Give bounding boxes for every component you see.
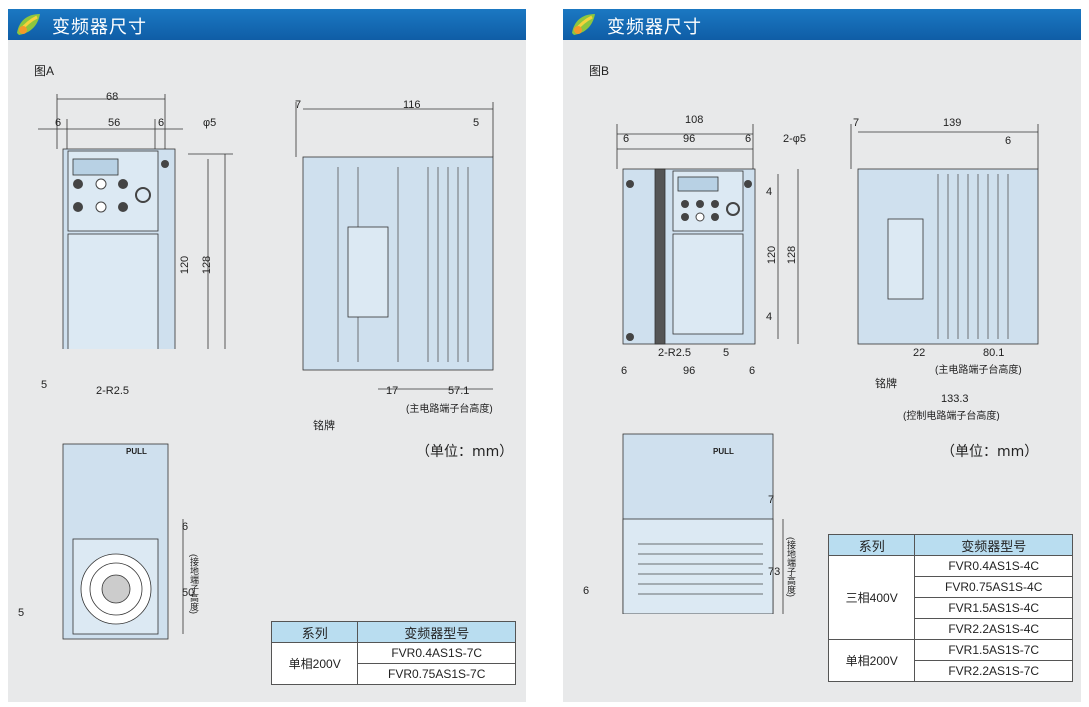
b-front-margin-l: 6 bbox=[623, 133, 630, 145]
b-front-top-off: 4 bbox=[766, 186, 773, 198]
right-unit: （单位：mm） bbox=[941, 444, 1039, 460]
leaf-icon bbox=[572, 14, 595, 35]
b-bottom-gnd-h: 73 bbox=[768, 566, 781, 578]
b-front-w-total: 108 bbox=[685, 114, 704, 126]
a-front-h-inner: 120 bbox=[179, 255, 192, 275]
a-bottom-gnd-note: (接地端子高度) bbox=[189, 554, 199, 614]
a-bottom-bot-off: 5 bbox=[18, 607, 25, 619]
left-title: 变频器尺寸 bbox=[52, 17, 147, 38]
a-side-left-off: 7 bbox=[295, 99, 302, 111]
b-bottom-top-off: 7 bbox=[768, 494, 775, 506]
a-side-terminal-note: (主电路端子台高度) bbox=[406, 404, 493, 415]
right-table-series: 三相400V bbox=[827, 555, 916, 640]
b-front-bot-margin-r: 6 bbox=[749, 365, 756, 377]
right-figure-label: 图B bbox=[589, 64, 610, 78]
left-title-banner: 变频器尺寸 bbox=[8, 9, 526, 40]
right-title: 变频器尺寸 bbox=[607, 17, 702, 38]
left-table-series: 单相200V bbox=[270, 642, 359, 685]
a-side-right-off: 5 bbox=[473, 117, 480, 129]
b-front-bot-margin-l: 6 bbox=[621, 365, 628, 377]
right-title-banner: 变频器尺寸 bbox=[563, 9, 1081, 40]
side-view-b bbox=[850, 124, 1039, 345]
b-bottom-pull: PULL bbox=[713, 447, 734, 456]
right-table-header-series: 系列 bbox=[827, 534, 916, 556]
right-table-header-model: 变频器型号 bbox=[914, 534, 1073, 556]
a-bottom-gnd-h: 50 bbox=[182, 587, 195, 599]
front-view-b bbox=[616, 124, 799, 345]
a-side-terminal-off: 17 bbox=[386, 385, 399, 397]
a-front-mount: 2-R2.5 bbox=[96, 385, 130, 397]
b-front-margin-r: 6 bbox=[745, 133, 752, 145]
right-table-model: FVR2.2AS1S-4C bbox=[914, 618, 1073, 640]
b-front-h-total: 128 bbox=[786, 245, 799, 265]
front-view-a bbox=[38, 94, 233, 349]
right-panel: 变频器尺寸 图B 108 96 6 6 2-φ5 4 120 128 4 2-R… bbox=[563, 9, 1081, 702]
bottom-view-a bbox=[62, 443, 184, 640]
a-bottom-pull: PULL bbox=[126, 447, 147, 456]
a-side-terminal-h: 57.1 bbox=[448, 385, 470, 397]
b-front-hole: 2-φ5 bbox=[783, 133, 807, 145]
leaf-icon bbox=[17, 14, 40, 35]
b-front-w-bottom: 96 bbox=[683, 365, 696, 377]
right-table-series: 单相200V bbox=[827, 639, 916, 682]
right-table-model: FVR1.5AS1S-4C bbox=[914, 597, 1073, 619]
right-table-model: FVR0.75AS1S-4C bbox=[914, 576, 1073, 598]
right-table-model: FVR1.5AS1S-7C bbox=[914, 639, 1073, 661]
a-side-nameplate: 铭牌 bbox=[313, 420, 335, 432]
b-side-left-off: 7 bbox=[853, 117, 860, 129]
b-side-terminal-off: 22 bbox=[913, 347, 926, 359]
bottom-view-b bbox=[622, 433, 784, 614]
b-front-bot-off: 4 bbox=[766, 311, 773, 323]
b-front-mount-off: 5 bbox=[723, 347, 730, 359]
b-side-nameplate: 铭牌 bbox=[875, 378, 897, 390]
a-front-mount-off: 5 bbox=[41, 379, 48, 391]
a-front-w-total: 68 bbox=[106, 91, 119, 103]
side-view-a bbox=[295, 102, 494, 390]
b-bottom-bot-off: 6 bbox=[583, 585, 590, 597]
right-table-model: FVR2.2AS1S-7C bbox=[914, 660, 1073, 682]
right-table-model: FVR0.4AS1S-4C bbox=[914, 555, 1073, 577]
a-front-margin-r: 6 bbox=[158, 117, 165, 129]
left-panel: 变频器尺寸 图A 68 56 6 6 φ5 120 128 2-R2.5 5 bbox=[8, 9, 526, 702]
b-front-mount: 2-R2.5 bbox=[658, 347, 692, 359]
b-front-h-inner: 120 bbox=[766, 245, 779, 265]
left-table-header-series: 系列 bbox=[270, 621, 359, 643]
left-model-table: 系列 变频器型号 单相200V FVR0.4AS1S-7C FVR0.75AS1… bbox=[270, 621, 516, 685]
b-side-right-off: 6 bbox=[1005, 135, 1012, 147]
left-table-model: FVR0.75AS1S-7C bbox=[357, 663, 516, 685]
a-front-hole: φ5 bbox=[203, 117, 217, 129]
left-figure-label: 图A bbox=[34, 64, 55, 78]
b-side-depth: 139 bbox=[943, 117, 962, 129]
left-table-header-model: 变频器型号 bbox=[357, 621, 516, 643]
b-side-terminal-h: 80.1 bbox=[983, 347, 1005, 359]
b-side-ctrl-h: 133.3 bbox=[941, 393, 969, 405]
left-unit: （单位：mm） bbox=[416, 444, 514, 460]
a-front-h-total: 128 bbox=[201, 255, 214, 275]
left-table-model: FVR0.4AS1S-7C bbox=[357, 642, 516, 664]
a-bottom-top-off: 6 bbox=[182, 521, 189, 533]
b-front-w-inner: 96 bbox=[683, 133, 696, 145]
a-side-depth: 116 bbox=[403, 99, 421, 111]
b-side-ctrl-note: (控制电路端子台高度) bbox=[903, 411, 1000, 422]
b-side-terminal-note: (主电路端子台高度) bbox=[935, 365, 1022, 376]
right-model-table: 系列 变频器型号 三相400V FVR0.4AS1S-4C FVR0.75AS1… bbox=[827, 534, 1073, 682]
a-front-margin-l: 6 bbox=[55, 117, 62, 129]
b-bottom-gnd-note: (接地端子高度) bbox=[786, 537, 796, 597]
a-front-w-inner: 56 bbox=[108, 117, 121, 129]
